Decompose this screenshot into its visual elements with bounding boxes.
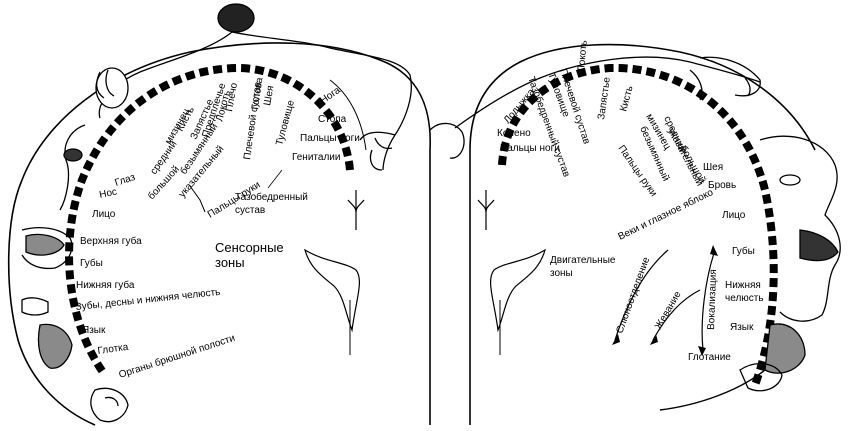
- label-wrist-motor: Запястье: [596, 76, 613, 120]
- motor-brain-outline: [469, 43, 816, 425]
- motor-zones-title-2: зоны: [550, 268, 573, 279]
- label-upper-arm: Плечо: [224, 82, 240, 113]
- label-upper-lip: Верхняя губа: [80, 235, 142, 247]
- label-lower-lip: Нижняя губа: [76, 279, 135, 291]
- sensory-homunculus-figure: [21, 3, 412, 423]
- label-toes-motor: Пальцы ноги: [500, 143, 560, 154]
- label-nose: Нос: [98, 186, 118, 200]
- sensory-hemisphere: Гениталии Пальцы ноги Стопа Нога Туловищ…: [7, 3, 431, 426]
- label-tongue: Язык: [82, 325, 106, 336]
- label-tongue-motor: Язык: [730, 322, 754, 333]
- motor-homunculus-figure: [429, 56, 841, 392]
- label-hand-motor: Кисть: [618, 85, 635, 113]
- motor-zones-title-1: Двигательные: [550, 255, 616, 266]
- label-vocalization: Вокализация: [706, 269, 719, 330]
- label-swallowing: Глотание: [688, 352, 731, 363]
- label-neck: Шея: [262, 85, 276, 107]
- sensory-zones-title-2: зоны: [215, 255, 245, 270]
- motor-hemisphere: Пальцы ноги Колено Лодыжка Тазобедренный…: [429, 40, 841, 425]
- label-face: Лицо: [92, 209, 116, 220]
- motor-function-arrows: Слюноотделение Жевание Вокализация: [612, 245, 719, 356]
- label-genitalia: Гениталии: [292, 152, 340, 163]
- label-hip-joint-1: Тазобедренный: [235, 191, 308, 203]
- label-elbow-motor: Локоть: [576, 40, 590, 73]
- label-hip-joint-2: сустав: [235, 205, 265, 216]
- label-toes: Пальцы ноги: [300, 133, 360, 144]
- label-eyelid-eyeball: Веки и глазное яблоко: [616, 186, 715, 243]
- label-chewing: Жевание: [653, 289, 684, 331]
- label-neck-motor: Шея: [703, 162, 723, 173]
- sensory-brain-outline: [7, 42, 431, 426]
- label-pharynx: Глотка: [97, 342, 130, 357]
- sensory-ventricle: [304, 248, 361, 333]
- label-lower-motor: Нижняя: [725, 280, 761, 291]
- sensory-cortex-band: [65, 63, 354, 378]
- label-knee: Колено: [497, 128, 531, 139]
- label-trunk: Туловище: [274, 99, 297, 147]
- label-eye: Глаз: [114, 172, 138, 189]
- label-shoulder-joint: Плечевой сустав: [242, 81, 264, 160]
- label-abdominal-organs: Органы брюшной полости: [117, 332, 236, 381]
- label-head: Голова: [250, 76, 265, 110]
- motor-cortex-band: [498, 63, 778, 387]
- label-brow: Бровь: [708, 180, 736, 191]
- fingers-bracket: [189, 185, 206, 213]
- label-foot: Стопа: [318, 114, 347, 125]
- label-lips-motor: Губы: [732, 245, 755, 257]
- motor-ventricle: [489, 248, 546, 333]
- label-jaw-motor: челюсть: [725, 293, 764, 304]
- label-salivation: Слюноотделение: [614, 255, 652, 335]
- label-face-motor: Лицо: [722, 210, 746, 221]
- sensory-zones-title-1: Сенсорные: [215, 240, 284, 255]
- label-lips: Губы: [80, 257, 103, 269]
